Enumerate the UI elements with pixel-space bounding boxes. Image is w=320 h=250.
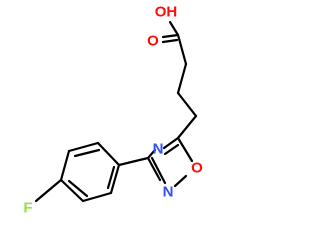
bond-ph-inner-c	[106, 165, 116, 190]
bond-c4-c5ring	[176, 114, 198, 140]
bond-ph-3-4	[59, 149, 71, 182]
atom-n4: N	[153, 141, 164, 158]
bond-ph-4-5	[59, 178, 85, 203]
bond-n2-c3-a	[150, 156, 167, 185]
bond-n4-c5-a	[162, 136, 180, 150]
bond-ph-f	[34, 178, 63, 203]
bond-c2-c3	[176, 62, 188, 95]
bond-c3-c4	[176, 91, 198, 118]
bond-c3-n4	[146, 148, 157, 160]
bond-ph-6-1	[109, 163, 121, 195]
bond-n2-c3-b	[146, 156, 162, 182]
bond-ph-1-2	[96, 141, 121, 167]
bond-ph-5-6	[81, 191, 113, 203]
bond-ph-inner-b	[67, 179, 89, 198]
bond-ph-2-3	[67, 141, 100, 153]
bond-o1-n2	[173, 174, 188, 188]
bond-c1-o-double-a	[161, 33, 180, 39]
bond-c1-c2	[176, 33, 188, 66]
atom-n2: N	[163, 184, 174, 201]
bond-n4-c5-b	[163, 143, 180, 156]
atom-oh: OH	[155, 4, 178, 21]
bond-ph-inner-a	[73, 148, 101, 158]
bond-c5-o1	[176, 136, 194, 163]
bond-c1-oh	[168, 20, 180, 37]
bond-c1-o-double-b	[161, 38, 179, 44]
atom-o-carbonyl: O	[147, 33, 159, 50]
atom-f: F	[23, 200, 32, 217]
bond-c3-phenyl	[117, 156, 150, 167]
chemical-structure: OH O N N O F	[23, 4, 203, 217]
atom-o1-ring: O	[191, 160, 203, 177]
